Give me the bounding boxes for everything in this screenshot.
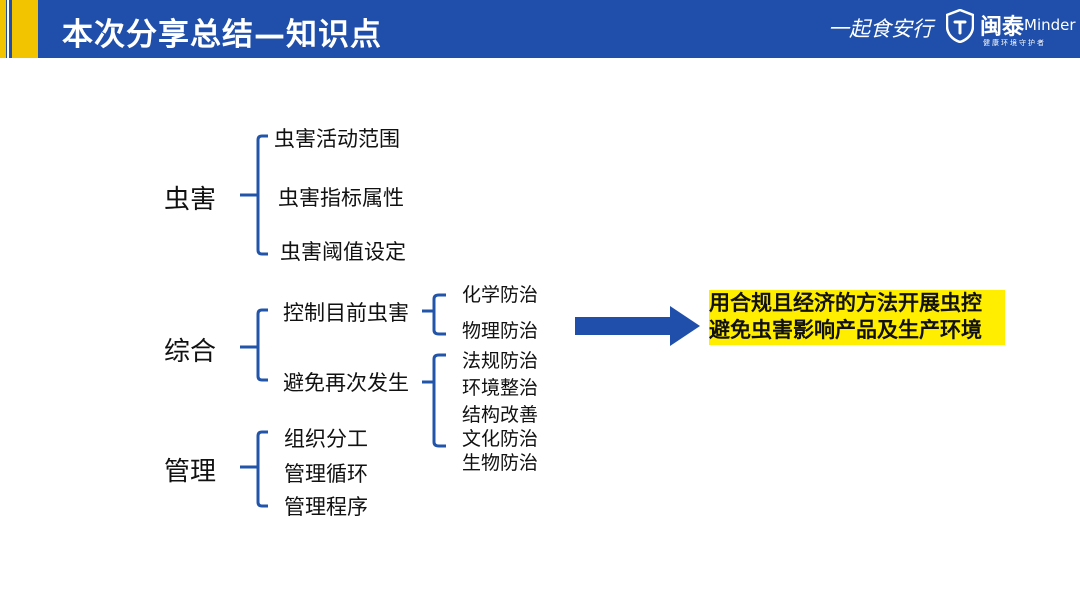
management-item: 组织分工: [284, 427, 368, 451]
slogan: 一起食安行: [828, 17, 933, 41]
control-item: 化学防治: [462, 284, 539, 306]
header-accent-block: [12, 0, 38, 58]
prevent-item: 文化防治: [462, 428, 539, 450]
control-bracket: [422, 293, 446, 336]
prevent-item: 环境整治: [462, 377, 539, 399]
shield-logo-icon: [946, 9, 974, 43]
pest-item: 虫害指标属性: [278, 186, 404, 210]
node-integrated: 综合: [164, 337, 217, 367]
header-bar: 本次分享总结—知识点 一起食安行 闽泰 Minder 健康环境守护者: [0, 0, 1080, 58]
brand-name-en: Minder: [1024, 16, 1076, 34]
node-management: 管理: [164, 457, 217, 487]
management-item: 管理程序: [284, 495, 368, 519]
result-arrow-icon: [575, 306, 700, 346]
brand-tagline: 健康环境守护者: [983, 39, 1046, 47]
control-item: 物理防治: [462, 320, 539, 342]
prevent-item: 法规防治: [462, 350, 539, 372]
prevent-bracket: [422, 353, 446, 448]
result-line-1: 用合规且经济的方法开展虫控: [709, 291, 982, 315]
node-control: 控制目前虫害: [283, 301, 409, 325]
brand-name-cn: 闽泰: [980, 15, 1025, 40]
prevent-item: 结构改善: [462, 404, 539, 426]
node-prevent: 避免再次发生: [283, 371, 409, 395]
node-pest: 虫害: [164, 185, 217, 215]
page-title: 本次分享总结—知识点: [62, 17, 382, 53]
pest-item: 虫害阈值设定: [280, 240, 406, 264]
result-highlight-box: 用合规且经济的方法开展虫控 避免虫害影响产品及生产环境: [709, 290, 1005, 345]
result-line-2: 避免虫害影响产品及生产环境: [709, 318, 982, 342]
header-accent-divider: [7, 0, 9, 58]
prevent-item: 生物防治: [462, 452, 539, 474]
management-item: 管理循环: [284, 462, 368, 486]
integrated-bracket: [240, 308, 268, 382]
pest-item: 虫害活动范围: [274, 127, 400, 151]
management-bracket: [240, 430, 268, 508]
pest-bracket: [240, 134, 268, 256]
header-accent-stripe: [0, 0, 6, 58]
